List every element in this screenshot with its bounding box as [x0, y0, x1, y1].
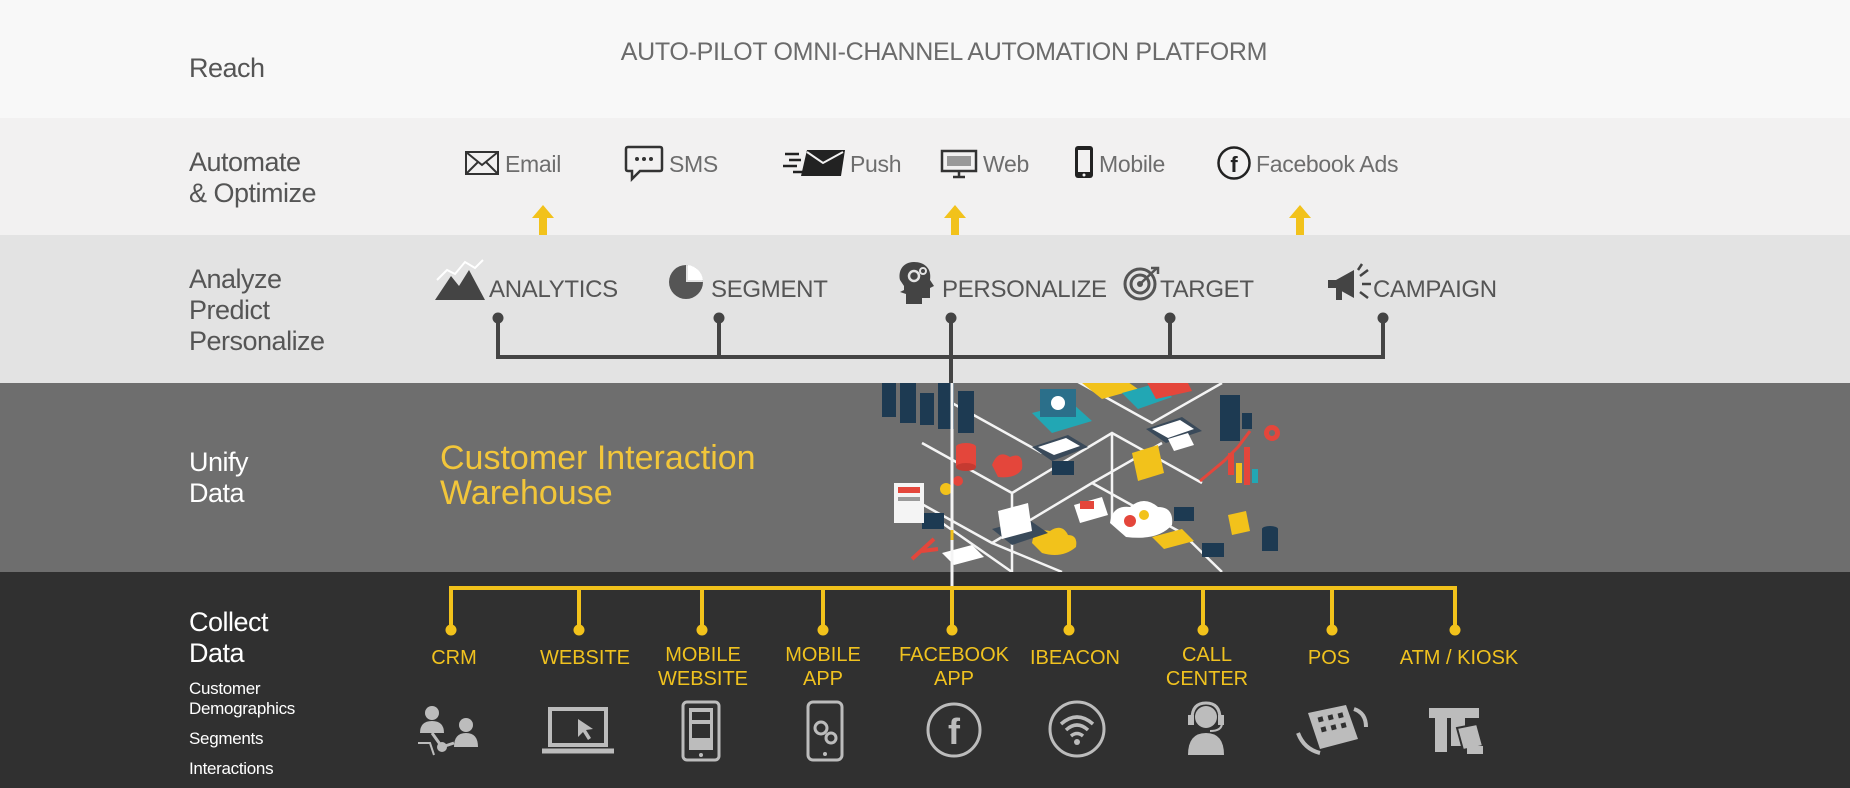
smartphone-icon [1075, 146, 1093, 178]
tablet-icon [681, 700, 721, 762]
fast-mail-icon [783, 150, 845, 176]
source-pos: POS [1307, 647, 1351, 669]
collect-item-demographics: Customer Demographics [189, 679, 296, 718]
source-ibeacon: IBEACON [1029, 647, 1121, 669]
svg-text:f: f [948, 711, 961, 752]
analysis-target: TARGET [1160, 276, 1254, 303]
channel-email: Email [505, 151, 562, 177]
collect-item-segments: Segments [189, 729, 264, 748]
layer-label-collect: Collect Data [189, 607, 269, 668]
reach-band [0, 0, 1850, 118]
pos-terminal-icon [1296, 705, 1368, 755]
envelope-icon [465, 151, 499, 175]
layer-label-reach: Reach [189, 53, 265, 83]
pie-chart-icon [669, 265, 703, 299]
analysis-campaign: CAMPAIGN [1373, 276, 1497, 303]
up-arrow-icon [1289, 205, 1311, 235]
monitor-icon [940, 149, 978, 179]
source-mobile-app: MOBILE APP [785, 644, 861, 690]
analysis-segment: SEGMENT [711, 276, 828, 303]
svg-text:f: f [1230, 152, 1238, 177]
channel-push: Push [850, 151, 902, 177]
phone-gears-icon [806, 700, 844, 762]
isometric-data-illustration [882, 383, 1280, 572]
people-network-icon [418, 706, 478, 756]
head-gears-icon [899, 262, 934, 304]
source-crm: CRM [431, 647, 477, 669]
laptop-cursor-icon [542, 707, 614, 754]
megaphone-icon [1328, 263, 1371, 300]
source-mobile-website: MOBILE WEBSITE [657, 644, 748, 690]
source-atm-kiosk: ATM / KIOSK [1399, 647, 1519, 669]
warehouse-title: Customer Interaction Warehouse [440, 439, 756, 512]
facebook-circle-icon: f [926, 702, 982, 758]
headset-agent-icon [1188, 701, 1224, 755]
analysis-personalize: PERSONALIZE [942, 276, 1107, 303]
collect-band [0, 572, 1850, 788]
wifi-icon [1048, 700, 1106, 758]
layer-label-analyze: Analyze Predict Personalize [189, 264, 325, 356]
target-icon [1123, 266, 1160, 301]
channel-facebook-ads: Facebook Ads [1256, 151, 1399, 177]
channel-web: Web [983, 151, 1029, 177]
up-arrow-icon [944, 205, 966, 235]
layer-label-unify: Unify Data [189, 447, 249, 508]
facebook-circle-icon: f [1217, 146, 1251, 180]
collect-item-interactions: Interactions [189, 759, 274, 778]
mountain-chart-icon [435, 259, 485, 300]
source-facebook-app: FACEBOOK APP [898, 644, 1010, 690]
layer-label-automate: Automate & Optimize [189, 147, 317, 208]
platform-title: AUTO-PILOT OMNI-CHANNEL AUTOMATION PLATF… [620, 38, 1268, 66]
chat-bubble-icon [624, 145, 664, 183]
source-call-center: CALL CENTER [1165, 644, 1249, 690]
channel-mobile: Mobile [1099, 151, 1165, 177]
kiosk-icon [1429, 708, 1485, 754]
channel-sms: SMS [669, 151, 718, 177]
source-website: WEBSITE [539, 647, 630, 669]
analysis-analytics: ANALYTICS [489, 276, 618, 303]
automate-band [0, 118, 1850, 235]
up-arrow-icon [532, 205, 554, 235]
